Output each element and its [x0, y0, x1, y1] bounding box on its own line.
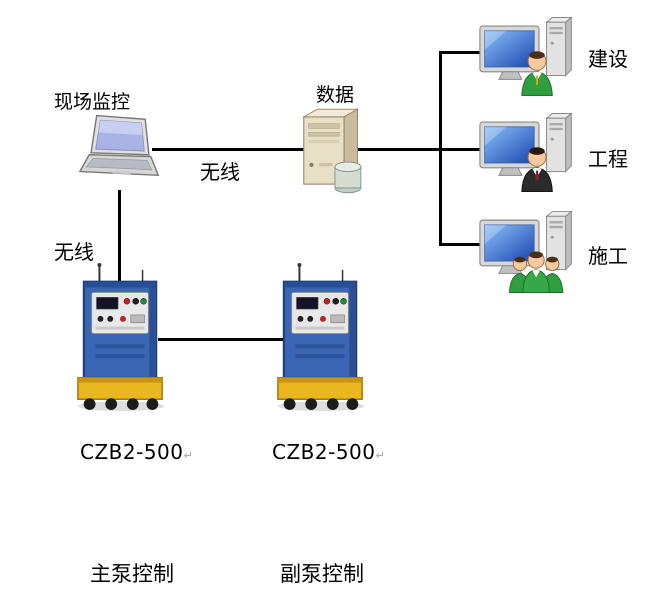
workstation-jianshe-icon: [478, 16, 578, 98]
pump-controller-main-icon: [72, 262, 170, 412]
wireless-top-label: 无线: [200, 160, 240, 184]
line-break-mark: ↵: [375, 449, 386, 462]
person-icon: [521, 147, 553, 193]
machine-aux-model-label: CZB2-500↵: [272, 440, 385, 464]
machine-aux-model-text: CZB2-500: [272, 440, 376, 464]
workstation-gongcheng-icon: [478, 112, 578, 194]
wireless-left-label: 无线: [54, 240, 94, 264]
site-monitor-label: 现场监控: [54, 91, 131, 113]
server-label: 数据: [316, 84, 355, 106]
machine-main-model-text: CZB2-500: [80, 440, 184, 464]
machine-main-caption: 主泵控制: [90, 562, 174, 586]
connector-stub-top: [442, 51, 482, 54]
connector-server-right: [358, 148, 482, 151]
machine-aux-caption: 副泵控制: [280, 562, 364, 586]
connector-stub-bottom: [442, 243, 482, 246]
workstation-shigong-label: 施工: [588, 244, 628, 268]
connector-machine-machine: [158, 338, 284, 341]
workstation-shigong-icon: [478, 210, 578, 295]
person-icon: [521, 51, 553, 97]
workstation-jianshe-label: 建设: [588, 47, 628, 71]
connector-laptop-server: [152, 148, 304, 151]
laptop-icon: [78, 112, 162, 190]
line-break-mark: ↵: [183, 449, 194, 462]
workstation-gongcheng-label: 工程: [588, 147, 628, 171]
people-group-icon: [508, 251, 564, 293]
machine-main-model-label: CZB2-500↵: [80, 440, 193, 464]
connector-right-vertical: [439, 51, 442, 246]
pump-controller-aux-icon: [272, 262, 370, 412]
connector-laptop-machine: [118, 190, 121, 282]
server-icon: [298, 105, 370, 197]
